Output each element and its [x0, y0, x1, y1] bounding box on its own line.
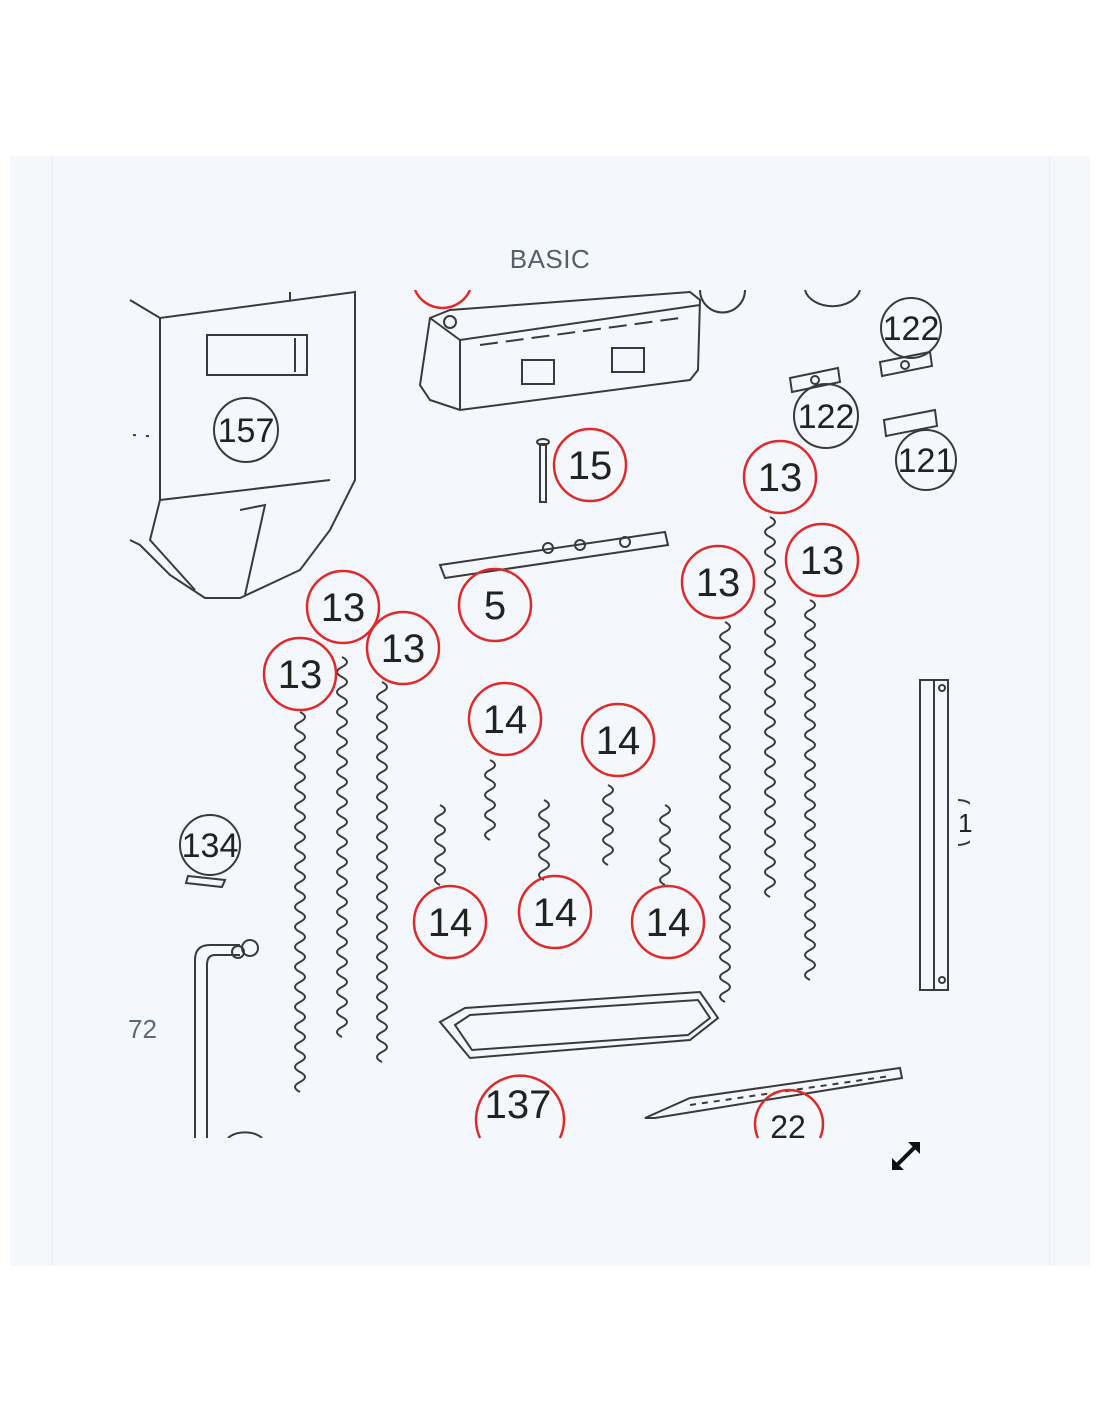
diagram-title: BASIC	[509, 244, 591, 274]
callout-circle-13-c	[262, 636, 338, 712]
callout-circle-13-a	[305, 569, 381, 645]
spring-14-5	[659, 804, 671, 886]
plate-part	[644, 1066, 904, 1119]
callout-circle-14-d	[517, 874, 593, 950]
callout-label-13-c: 13	[278, 653, 323, 697]
callout-label-134: 134	[182, 827, 239, 865]
callout-label-13-b: 13	[381, 627, 426, 671]
callout-label-15: 15	[568, 444, 613, 488]
callout-label-122-a: 122	[883, 310, 940, 348]
side-rail-part	[919, 679, 970, 991]
callout-label-14-e: 14	[646, 901, 691, 945]
partial-red-circle-top	[413, 290, 472, 310]
burner-bar-part	[438, 530, 670, 580]
callout-label-13-e: 13	[800, 539, 845, 583]
plain-callouts	[179, 297, 957, 876]
spring-14-1	[434, 804, 446, 886]
callout-circle-14-a	[467, 681, 543, 757]
callout-circle-134	[179, 814, 241, 876]
callout-circle-13-e	[784, 522, 860, 598]
callout-circle-157	[213, 397, 279, 463]
callout-label-14-b: 14	[596, 719, 641, 763]
callout-label-13-f: 13	[696, 561, 741, 605]
hopper-part	[129, 290, 356, 599]
partial-circle-top-2	[804, 290, 861, 308]
callout-label-13-a: 13	[321, 586, 366, 630]
callout-circle-122-b	[793, 383, 859, 449]
callout-circle-5	[457, 567, 533, 643]
callout-label-13-d: 13	[758, 456, 803, 500]
tray-part	[438, 990, 720, 1060]
bracket-part-2	[878, 350, 934, 378]
spring-13-right-2	[764, 516, 776, 898]
callout-circle-13-f	[680, 544, 756, 620]
callout-label-137: 137	[485, 1083, 552, 1127]
callout-label-22: 22	[770, 1109, 806, 1145]
callout-circle-122-a	[880, 297, 942, 359]
callout-label-14-d: 14	[533, 891, 578, 935]
callout-label-121: 121	[898, 442, 955, 480]
spring-13-left-2	[336, 656, 348, 1038]
burner-box-part	[418, 290, 702, 412]
callout-circle-13-d	[742, 439, 818, 515]
spring-13-right-3	[804, 599, 816, 981]
spring-14-3	[538, 799, 550, 881]
bracket-part-3	[882, 408, 939, 438]
edge-label-left: 72	[128, 1014, 157, 1044]
callout-label-14-c: 14	[428, 901, 473, 945]
callout-circle-14-e	[630, 884, 706, 960]
spring-14-4	[602, 784, 614, 866]
spring-13-right-1	[719, 621, 731, 1003]
expand-arrows-icon[interactable]	[888, 1138, 924, 1174]
bracket-part-1	[788, 366, 842, 394]
callout-circle-121	[895, 429, 957, 491]
callout-circle-13-b	[365, 610, 441, 686]
edge-label-right: 1	[958, 808, 972, 838]
callout-label-5: 5	[484, 584, 506, 628]
bolt-part	[539, 443, 547, 503]
spring-14-2	[484, 759, 496, 841]
red-callouts	[262, 427, 860, 1139]
callout-circle-14-b	[580, 702, 656, 778]
callout-circle-22	[753, 1088, 825, 1139]
callout-label-14-a: 14	[483, 698, 528, 742]
clip-part	[184, 874, 227, 889]
pipe-part	[194, 944, 240, 1138]
partial-circle-top-1	[699, 290, 746, 314]
partial-circle-bottom	[227, 1131, 263, 1138]
callout-label-157: 157	[218, 412, 275, 450]
callout-circle-15	[552, 427, 628, 503]
callout-circle-137	[474, 1074, 566, 1139]
callout-label-122-b: 122	[798, 398, 855, 436]
spring-13-left-1	[294, 711, 306, 1093]
spring-13-left-3	[376, 681, 388, 1063]
callout-circle-14-c	[412, 884, 488, 960]
